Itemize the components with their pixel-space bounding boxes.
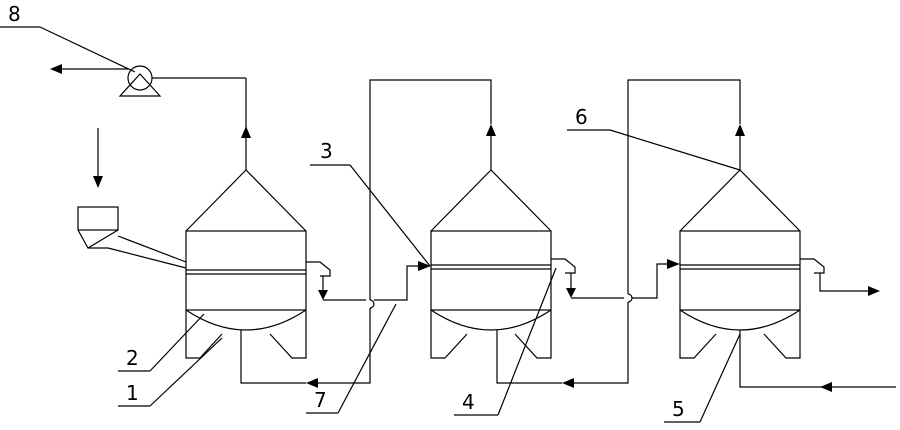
transfer-2-3	[551, 258, 680, 299]
outlet-3	[800, 258, 880, 296]
label-5: 5	[672, 397, 685, 421]
vessel-1	[185, 169, 307, 359]
label-4: 4	[462, 390, 475, 414]
transfer-1-2	[306, 261, 431, 301]
label-1: 1	[126, 381, 139, 405]
label-8: 8	[8, 2, 21, 26]
pump	[50, 64, 251, 170]
label-6: 6	[575, 105, 588, 129]
vessel-3	[679, 169, 801, 359]
feed-hopper	[77, 128, 187, 269]
drain-lines	[240, 330, 896, 392]
vessel-2	[430, 169, 552, 359]
labels: 8 3 6 2 1 7 4 5	[0, 2, 741, 423]
vapor-line-3	[562, 79, 745, 388]
vapor-line-2	[306, 79, 496, 388]
label-7: 7	[314, 388, 327, 412]
label-2: 2	[126, 346, 139, 370]
label-3: 3	[320, 139, 333, 163]
